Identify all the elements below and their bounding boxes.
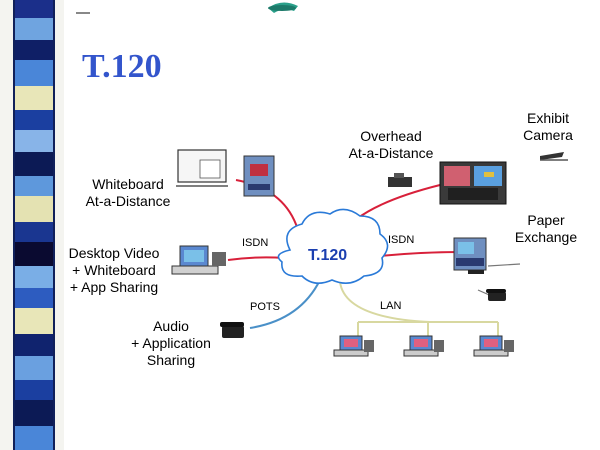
decorative-stripe — [0, 0, 64, 450]
isdn-left-label: ISDN — [242, 237, 269, 249]
slide-title: T.120 — [82, 48, 162, 85]
paper-exchange-station-icon — [453, 237, 506, 301]
lan-workstation-icon — [333, 335, 374, 357]
cloud-label: T.120 — [308, 247, 348, 264]
audio-phone-icon — [220, 322, 244, 338]
paper-exchange-label: Paper Exchange — [514, 212, 578, 245]
desktop-video-label: Desktop Video + Whiteboard + App Sharing — [68, 245, 160, 295]
whiteboard-label: Whiteboard At-a-Distance — [85, 176, 171, 209]
exhibit-camera-icon — [540, 152, 568, 161]
lan-label: LAN — [380, 300, 402, 312]
lan-workstation-icon — [473, 335, 514, 357]
top-phone-icon — [268, 2, 298, 13]
audio-label: Audio + Application Sharing — [131, 318, 211, 368]
whiteboard-station-icon — [176, 149, 275, 197]
desktop-video-station-icon — [171, 245, 226, 275]
lan-links — [339, 281, 499, 338]
overhead-label: Overhead At-a-Distance — [348, 128, 434, 161]
t120-cloud — [277, 208, 389, 284]
exhibit-camera-label: Exhibit Camera — [523, 110, 573, 143]
isdn-right-label: ISDN — [388, 234, 415, 246]
pots-link — [249, 279, 321, 329]
lan-workstation-icon — [403, 335, 444, 357]
pots-label: POTS — [250, 301, 280, 313]
overhead-station-icon — [388, 161, 507, 205]
